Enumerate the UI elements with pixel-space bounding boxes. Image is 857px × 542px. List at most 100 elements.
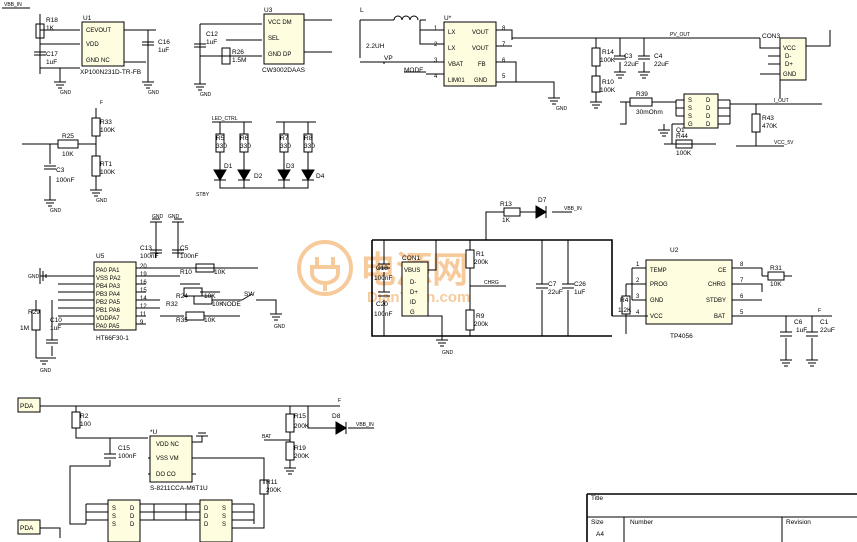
u2-chip[interactable] <box>645 259 733 325</box>
con3-pin: GND <box>783 72 797 78</box>
r9-ref: R9 <box>476 313 485 320</box>
r29-value: 1M <box>20 325 29 332</box>
gnd-label: GND <box>152 214 164 220</box>
svg-text:9: 9 <box>140 320 144 326</box>
svg-text:D: D <box>130 506 135 512</box>
r29-ref: R29 <box>28 309 40 316</box>
c17-ref: C17 <box>46 51 58 58</box>
u6-pin: DO CO <box>156 472 176 478</box>
size-label: Size <box>591 519 604 526</box>
l1-ref: L <box>360 7 364 14</box>
u2-pin: CHRG <box>708 282 726 288</box>
u5-pin: PB1 PA6 <box>96 308 121 314</box>
c6-ref: C6 <box>794 319 803 326</box>
svg-text:S: S <box>222 506 226 512</box>
u1-chip[interactable] <box>81 21 125 67</box>
u4-pin: VOUT <box>472 46 489 52</box>
u4-chip[interactable] <box>443 21 497 87</box>
c6-value: 1uF <box>796 327 807 334</box>
r13-ref: R13 <box>500 201 512 208</box>
q1-chip[interactable] <box>683 93 719 129</box>
u5-ref: U5 <box>96 253 105 260</box>
u5-chip[interactable] <box>93 261 137 331</box>
c10-value: 1uF <box>50 325 61 332</box>
u5-pin: PA0 PA5 <box>96 324 120 330</box>
r39-ref: R39 <box>636 91 648 98</box>
r14-ref: R14 <box>602 49 614 56</box>
c13-ref: C13 <box>140 245 152 252</box>
r43-value: 470K <box>762 123 778 130</box>
mos-q-left[interactable] <box>107 499 141 542</box>
gnd-label: GND <box>274 324 286 330</box>
c3b-value: 100nF <box>56 177 74 184</box>
d3-ref: D3 <box>286 163 295 170</box>
q1-pin: S <box>688 98 692 104</box>
svg-text:15: 15 <box>140 288 147 294</box>
r35-value: 10K <box>204 317 216 324</box>
r10b-ref: R10 <box>180 269 192 276</box>
svg-text:20: 20 <box>140 264 147 270</box>
svg-text:D: D <box>204 514 209 520</box>
gnd-label: GND <box>40 368 52 374</box>
svg-text:14: 14 <box>140 296 147 302</box>
block-mcu: U5 PA0 PA1 VSS PA2 PB4 PA3 PB3 PA4 PB2 P… <box>20 214 286 374</box>
con3-pin: D- <box>785 54 791 60</box>
u5-part: HT66F30-1 <box>96 335 129 342</box>
net-label: VBB_IN <box>356 422 374 428</box>
gnd-label: GND <box>96 198 108 204</box>
u4-pin: GND <box>474 78 488 84</box>
block-boost: L 2.2UH VP MODE U* LX LX VBAT LIM01 VOUT… <box>359 7 760 112</box>
led-d1-icon <box>213 169 227 181</box>
rt1-ref: RT1 <box>100 161 113 168</box>
q1-pin: S <box>688 106 692 112</box>
u3-pin: SEL <box>268 36 280 42</box>
q1-pin: S <box>688 114 692 120</box>
block-charger: R13 1K D7 VBB_IN C18 100nF C20 100nF CON… <box>371 197 835 367</box>
u3-pin: GND DP <box>268 52 291 58</box>
r26-ref: R26 <box>232 49 244 56</box>
gnd-label: GND <box>28 274 40 280</box>
u2-part: TP4056 <box>670 333 693 340</box>
l1-value: 2.2UH <box>366 43 385 50</box>
mode-label: MODE <box>404 67 424 74</box>
u2-pin: CE <box>718 268 726 274</box>
u3-chip[interactable] <box>263 13 305 65</box>
d7-ref: D7 <box>538 197 547 204</box>
con3-chip[interactable] <box>779 37 807 81</box>
mos-q-right[interactable] <box>199 499 233 542</box>
u6-pin: VSS VM <box>156 456 179 462</box>
q1-pin: D <box>706 114 711 120</box>
u4-pin: VBAT <box>448 62 464 68</box>
c18-ref: C18 <box>376 265 388 272</box>
pda-bottom-port[interactable] <box>17 519 41 535</box>
svg-text:12: 12 <box>140 304 147 310</box>
con1-chip[interactable] <box>401 261 429 317</box>
svg-text:16: 16 <box>140 280 147 286</box>
con3-pin: VCC <box>783 46 796 52</box>
r32-value: 10K <box>212 301 224 308</box>
r13-value: 1K <box>502 217 511 224</box>
u4-pin: LX <box>448 46 455 52</box>
r32-ref: R32 <box>166 301 178 308</box>
u5-pin: PB4 PA3 <box>96 284 121 290</box>
pda-top-port[interactable] <box>17 397 41 413</box>
block-ntc: F R33 100K R25 10K RT1 100K C3 100nF GND… <box>22 100 116 214</box>
u2-ref: U2 <box>670 247 679 254</box>
led-d3-icon <box>277 169 291 181</box>
u1-pin: CEVOUT <box>86 28 111 34</box>
con1-pin: VBUS <box>404 268 420 274</box>
led-d4-icon <box>301 169 315 181</box>
net-label: VBB_IN <box>564 206 582 212</box>
svg-text:7: 7 <box>502 42 506 48</box>
c10-ref: C10 <box>50 317 62 324</box>
r2-ref: R2 <box>80 413 89 420</box>
node-label: NODE <box>222 301 241 308</box>
svg-text:5: 5 <box>502 74 506 80</box>
c4-value: 22uF <box>654 61 669 68</box>
con1-ref: CON1 <box>402 255 420 262</box>
c26-value: 1uF <box>574 289 585 296</box>
u6-pin: VDD NC <box>156 442 180 448</box>
net-label: BAT <box>262 434 271 440</box>
u6-chip[interactable] <box>149 435 193 483</box>
c16-ref: C16 <box>158 39 170 46</box>
